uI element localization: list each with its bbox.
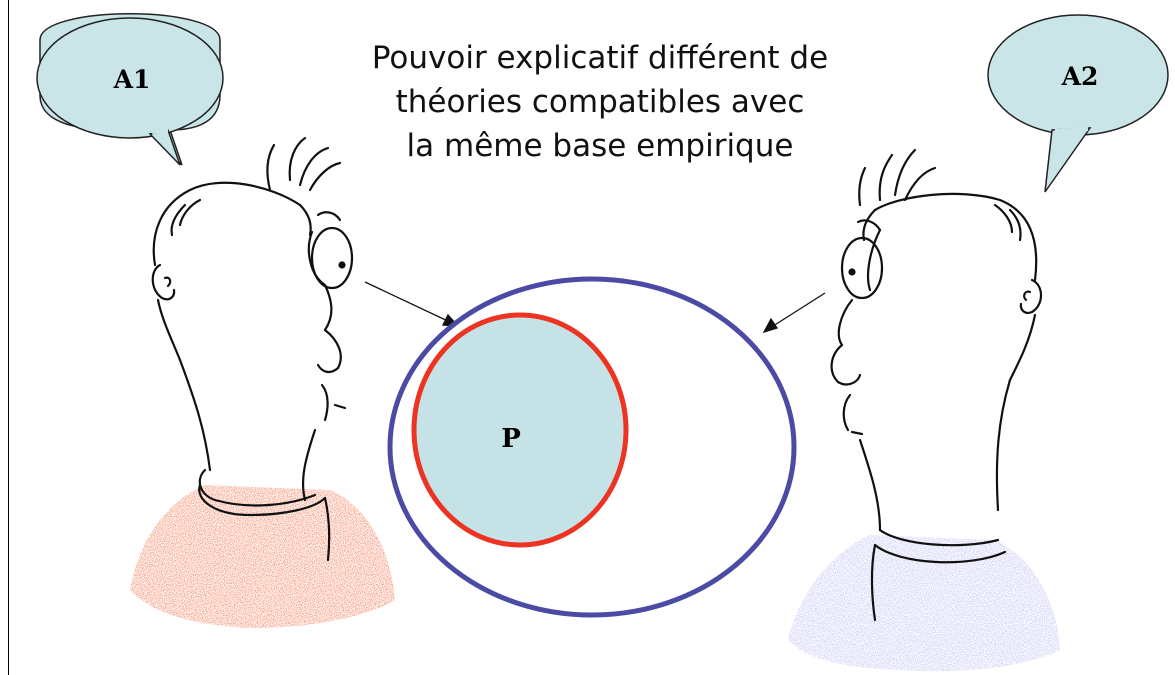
arrowhead-right [762,317,779,334]
bubble-label-right: A2 [1061,62,1099,91]
left-border-line [8,0,9,675]
speech-bubble-right: A2 [987,14,1169,193]
shirt-right [785,525,1065,675]
bubble-oval-left [36,17,224,139]
caption-line-2: théories compatibles avec [395,84,805,120]
eye-left [310,226,354,290]
caption: Pouvoir explicatif différent de théories… [330,36,870,168]
speech-bubble-left: A1 [36,13,224,166]
person-left [125,136,400,630]
bubble-tail-right [1044,127,1092,193]
inner-circle-label: P [501,424,521,454]
arrows [364,281,826,334]
hair-right [878,153,894,202]
caption-line-1: Pouvoir explicatif différent de [371,40,829,76]
inner-circle [411,312,629,548]
hair-left [266,143,276,192]
bubble-label-left: A1 [113,65,151,94]
arrow-right-to-outer [769,292,826,329]
arrow-left-to-inner [364,281,453,324]
eye-right [840,236,884,300]
shirt-left [125,480,400,630]
caption-line-3: la même base empirique [406,128,794,164]
person-right [785,148,1065,675]
